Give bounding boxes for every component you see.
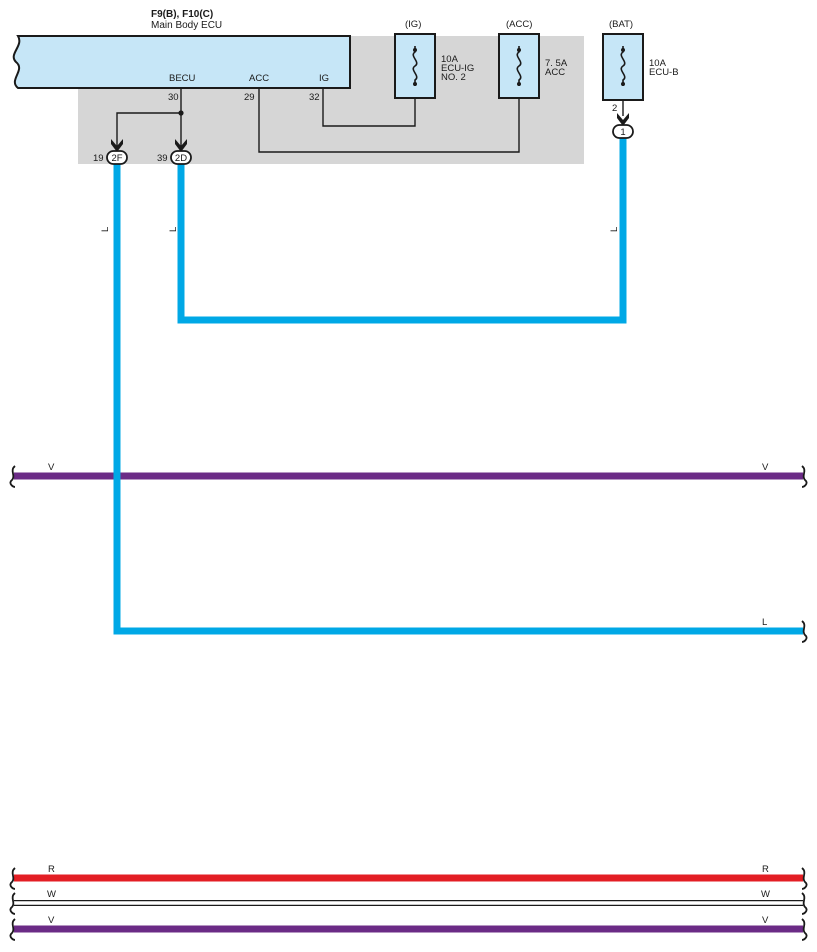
wire-acc [258, 88, 520, 153]
arrow-2f [111, 139, 123, 152]
fuse-symbol-icon [412, 46, 418, 86]
wire-becu-branch [116, 112, 181, 150]
fuse-acc-rating: 7. 5A [545, 58, 568, 69]
pin-number-32: 32 [309, 92, 320, 103]
wire-label-v-upper-left: V [48, 462, 55, 473]
connector-2f-pin: 19 [93, 153, 104, 164]
connector-2d-code: 2D [175, 153, 187, 164]
fuse-bat-rating: 10A [649, 58, 667, 69]
fuse-bat-circuit: (BAT) [609, 19, 633, 30]
main-body-ecu-block [12, 35, 351, 89]
break-bracket-icon [9, 465, 16, 488]
ecu-name: Main Body ECU [151, 20, 222, 31]
fuse-symbol-icon [516, 46, 522, 86]
break-bracket-icon [9, 867, 16, 890]
junction-1 [612, 124, 634, 139]
wire-label-r-right: R [762, 864, 769, 875]
wire-blue-2d-to-bat [177, 138, 627, 324]
fuse-acc-name: ACC [545, 67, 565, 78]
wire-harness [14, 138, 803, 933]
break-bracket-icon [801, 867, 808, 890]
ecu-part-codes: F9(B), F10(C) [151, 9, 213, 20]
wire-label-bat-feed: L [609, 227, 620, 232]
break-bracket-icon [9, 918, 16, 941]
break-bracket-icon [801, 918, 808, 941]
break-brackets [9, 465, 808, 941]
arrow-bat-junction [617, 113, 629, 126]
pin-label-acc: ACC [249, 73, 269, 84]
wire-label-mid-feed: L [168, 227, 179, 232]
wire-label-v-upper-right: V [762, 462, 769, 473]
break-bracket-icon [801, 465, 808, 488]
fuse-acc-circuit: (ACC) [506, 19, 532, 30]
pin-label-becu: BECU [169, 73, 196, 84]
pin-label-ig: IG [319, 73, 329, 84]
splice-point [178, 110, 184, 116]
wire-label-w-right: W [761, 889, 770, 900]
fuse-bat-name: ECU-B [649, 67, 679, 78]
wire-label-l-right: L [762, 617, 767, 628]
fuse-ig-name-1: ECU-IG [441, 63, 474, 74]
fuse-ecu-b [602, 33, 644, 101]
connector-2d [170, 150, 192, 165]
fuse-ig-name-2: NO. 2 [441, 72, 466, 83]
wire-blue-2f [113, 164, 803, 635]
wire-label-r-left: R [48, 864, 55, 875]
fuse-symbol-icon [620, 46, 626, 86]
connector-2f [106, 150, 128, 165]
pin-number-29: 29 [244, 92, 255, 103]
junction-1-label: 1 [620, 127, 625, 138]
arrow-2d [175, 139, 187, 152]
connector-2f-code: 2F [111, 153, 122, 164]
break-bracket-icon [801, 892, 808, 915]
wire-label-w-left: W [47, 889, 56, 900]
fuse-ig-rating: 10A [441, 54, 459, 65]
connector-2d-pin: 39 [157, 153, 168, 164]
break-bracket-icon [801, 620, 808, 643]
wire-ig [322, 88, 416, 127]
break-bracket-icon [9, 892, 16, 915]
bat-fuse-pin-number: 2 [612, 103, 617, 114]
fuse-ecu-ig-no2 [394, 33, 436, 99]
wire-label-v-lower-right: V [762, 915, 769, 926]
wire-label-left-feed: L [100, 227, 111, 232]
pin-number-30: 30 [168, 92, 179, 103]
internal-wires [116, 88, 624, 153]
fuse-ig-circuit: (IG) [405, 19, 421, 30]
fuse-acc [498, 33, 540, 99]
wire-label-v-lower-left: V [48, 915, 55, 926]
